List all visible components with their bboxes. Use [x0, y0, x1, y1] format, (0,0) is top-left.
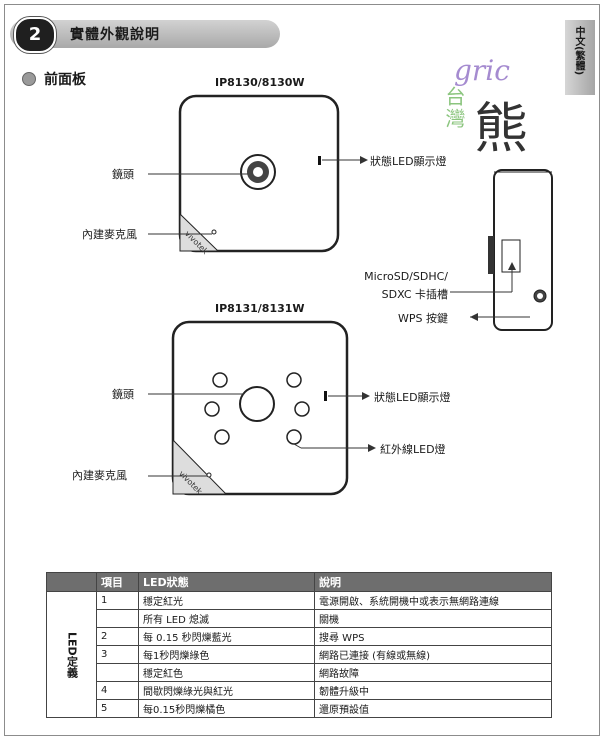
table-header-blank — [46, 572, 97, 592]
cell-item — [96, 663, 139, 682]
sd-slot-label-line1: MicroSD/SDHC/ — [364, 270, 448, 283]
language-tab-label: 中文(繁體) — [573, 26, 584, 76]
cell-item: 3 — [96, 645, 139, 664]
table-header-desc: 說明 — [314, 572, 552, 592]
wps-button-label: WPS 按鍵 — [398, 312, 448, 325]
cell-state: 穩定紅光 — [138, 591, 315, 610]
cell-state: 穩定紅色 — [138, 663, 315, 682]
table-row: 4 間歇閃爍綠光與紅光 韌體升級中 — [47, 681, 552, 700]
device1-status-led-label: 狀態LED顯示燈 — [370, 155, 447, 168]
sd-slot-label-line2: SDXC 卡插槽 — [381, 288, 448, 301]
language-tab — [565, 20, 595, 95]
watermark-vertical: 台灣 — [442, 86, 466, 130]
side-view-drawing — [450, 169, 553, 331]
table-header-item: 項目 — [96, 572, 139, 592]
section-bullet-icon — [22, 72, 36, 86]
table-header-state: LED狀態 — [138, 572, 315, 592]
watermark-latin: gric — [454, 54, 510, 87]
cell-desc: 關機 — [314, 609, 552, 628]
cell-item — [96, 609, 139, 628]
table-row: 3 每1秒閃爍綠色 網路已連接 (有線或無線) — [47, 645, 552, 664]
table-row: LED定義 1 穩定紅光 電源開啟、系統開機中或表示無網路連線 — [46, 591, 552, 718]
device1-lens-label: 鏡頭 — [112, 168, 134, 181]
table-row: 2 每 0.15 秒閃爍藍光 搜尋 WPS — [47, 627, 552, 646]
cell-state: 每1秒閃爍綠色 — [138, 645, 315, 664]
device1-mic-label: 內建麥克風 — [82, 228, 137, 241]
section-title: 前面板 — [44, 72, 86, 88]
device2-status-led-label: 狀態LED顯示燈 — [374, 391, 451, 404]
cell-item: 5 — [96, 699, 139, 718]
cell-desc: 網路故障 — [314, 663, 552, 682]
cell-state: 間歇閃爍綠光與紅光 — [138, 681, 315, 700]
table-row: 所有 LED 熄滅 關機 — [47, 609, 552, 628]
led-definition-table: 項目 LED狀態 說明 LED定義 1 穩定紅光 電源開啟、系統開機中或表示無網… — [46, 572, 552, 718]
device2-ir-led-label: 紅外線LED燈 — [380, 443, 446, 456]
cell-item: 1 — [96, 591, 139, 610]
watermark-bear: 熊 — [474, 97, 528, 160]
device1-front-drawing: vivotek — [148, 94, 368, 256]
device2-lens-label: 鏡頭 — [112, 388, 134, 401]
cell-item: 4 — [96, 681, 139, 700]
table-row: 5 每0.15秒閃爍橘色 還原預設值 — [47, 699, 552, 718]
cell-desc: 網路已連接 (有線或無線) — [314, 645, 552, 664]
device2-mic-label: 內建麥克風 — [72, 469, 127, 482]
table-header-row: 項目 LED狀態 說明 — [46, 572, 552, 592]
chapter-title: 實體外觀說明 — [70, 27, 160, 43]
device2-model: IP8131/8131W — [215, 302, 305, 315]
led-side-label: LED定義 — [46, 591, 97, 718]
cell-state: 每0.15秒閃爍橘色 — [138, 699, 315, 718]
device1-model: IP8130/8130W — [215, 76, 305, 89]
cell-state: 所有 LED 熄滅 — [138, 609, 315, 628]
chapter-number-badge: 2 — [14, 17, 56, 53]
cell-desc: 韌體升級中 — [314, 681, 552, 700]
device2-front-drawing: vivotek — [148, 320, 376, 496]
table-row: 穩定紅色 網路故障 — [47, 663, 552, 682]
cell-item: 2 — [96, 627, 139, 646]
cell-desc: 電源開啟、系統開機中或表示無網路連線 — [314, 591, 552, 610]
cell-state: 每 0.15 秒閃爍藍光 — [138, 627, 315, 646]
cell-desc: 搜尋 WPS — [314, 627, 552, 646]
watermark-logo: gric 台灣 熊 — [432, 54, 552, 160]
cell-desc: 還原預設值 — [314, 699, 552, 718]
